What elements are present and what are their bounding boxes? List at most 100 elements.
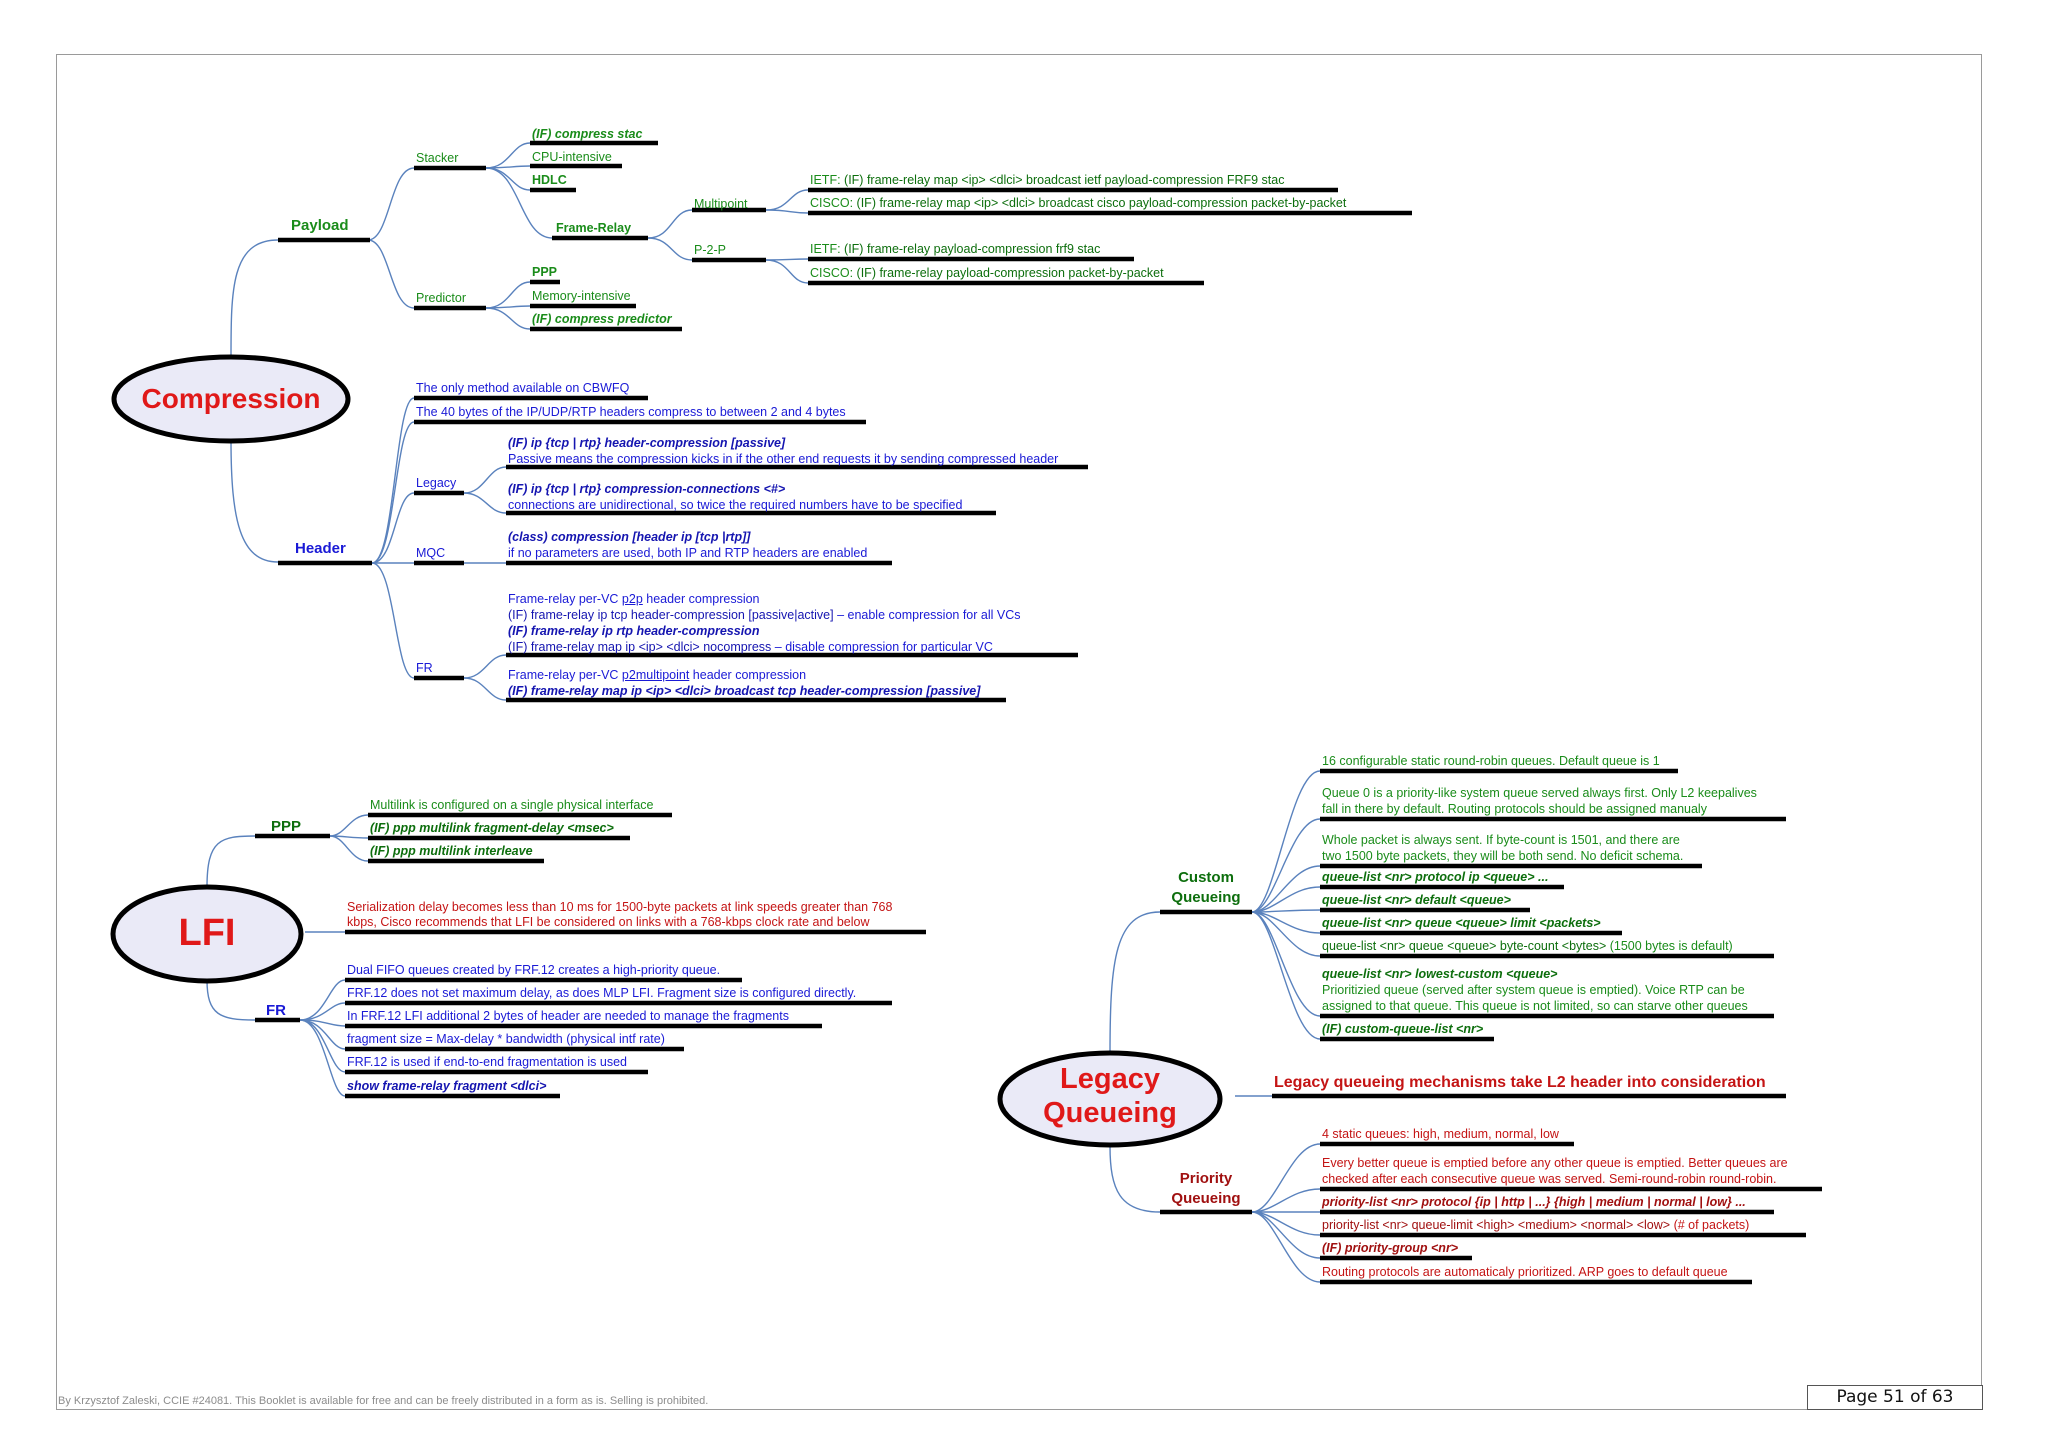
additional-bytes-note: In FRF.12 LFI additional 2 bytes of head… <box>347 1009 789 1023</box>
no-max-delay-note: FRF.12 does not set maximum delay, as do… <box>347 986 857 1000</box>
show-fragment-cmd: show frame-relay fragment <dlci> <box>347 1079 547 1093</box>
priority-group-cmd: (IF) priority-group <nr> <box>1322 1241 1459 1255</box>
fr-mp-note-b: header compression <box>689 668 807 682</box>
cisco-prefix: CISCO: <box>810 196 857 210</box>
ietf-prefix: IETF: <box>810 173 845 187</box>
custom-label-line2: Queueing <box>1171 889 1241 906</box>
multipoint-cisco-line: CISCO: (IF) frame-relay map <ip> <dlci> … <box>810 196 1346 211</box>
queue-list-protocol-cmd: queue-list <nr> protocol ip <queue> ... <box>1322 870 1549 884</box>
cisco-prefix: CISCO: <box>810 266 857 280</box>
compress-stac-cmd: (IF) compress stac <box>532 127 643 141</box>
legacy-header-cmd1: (IF) ip {tcp | rtp} header-compression [… <box>508 436 786 450</box>
fragment-size-note: fragment size = Max-delay * bandwidth (p… <box>347 1032 665 1047</box>
page-frame <box>56 54 1982 1410</box>
fr-tcp-desc: – enable compression for all VCs <box>833 608 1021 622</box>
p2p-link[interactable]: p2p <box>621 592 643 606</box>
queue-list-bytecount-line: queue-list <nr> queue <queue> byte-count… <box>1322 939 1733 954</box>
underline-bars <box>255 140 1822 1285</box>
mqc-cmd: (class) compression [header ip [tcp |rtp… <box>508 530 751 544</box>
p2p-ietf-line: IETF: (IF) frame-relay payload-compressi… <box>810 242 1100 257</box>
legacy-title-line1: Legacy <box>1060 1063 1160 1095</box>
l2-header-note: Legacy queueing mechanisms take L2 heade… <box>1274 1074 1766 1091</box>
predictor-label: Predictor <box>416 291 467 305</box>
p2p-cisco-line: CISCO: (IF) frame-relay payload-compress… <box>810 266 1164 281</box>
p2p-label: P-2-P <box>694 243 726 257</box>
fr-p2p-note-b: header compression <box>642 592 760 606</box>
fr-tcp-cmd: (IF) frame-relay ip tcp header-compressi… <box>508 608 834 622</box>
multipoint-ietf-cmd: (IF) frame-relay map <ip> <dlci> broadca… <box>844 173 1285 187</box>
fr-multipoint-note: Frame-relay per-VC p2multipoint header c… <box>508 668 806 683</box>
dual-fifo-note: Dual FIFO queues created by FRF.12 creat… <box>347 963 721 977</box>
fr-rtp-cmd: (IF) frame-relay ip rtp header-compressi… <box>508 624 760 638</box>
prioritized-queue-line2: assigned to that queue. This queue is no… <box>1322 999 1748 1013</box>
frame-relay-label: Frame-Relay <box>556 221 632 235</box>
legacy-queueing-node <box>997 1050 1223 1148</box>
ietf-prefix: IETF: <box>810 242 845 256</box>
priority-list-limit-cmd: priority-list <nr> queue-limit <high> <m… <box>1322 1218 1671 1232</box>
multilink-note: Multilink is configured on a single phys… <box>370 798 654 812</box>
payload-label: Payload <box>291 217 349 234</box>
fr-mp-note-a: Frame-relay per-VC <box>508 668 622 682</box>
fr-map-cmd: (IF) frame-relay map ip <ip> <dlci> broa… <box>508 684 981 698</box>
custom-whole-packet-line1: Whole packet is always sent. If byte-cou… <box>1322 833 1680 847</box>
memory-intensive-note: Memory-intensive <box>532 289 631 303</box>
compression-title: Compression <box>141 383 321 414</box>
only-method-note: The only method available on CBWFQ <box>416 381 630 395</box>
fr-p2p-note-a: Frame-relay per-VC <box>508 592 622 606</box>
ppp-label: PPP <box>532 265 558 279</box>
header-label: Header <box>295 540 346 557</box>
fragment-size-b: (physical intf rate) <box>566 1032 665 1046</box>
custom-label-line1: Custom <box>1178 869 1234 886</box>
forty-bytes-note: The 40 bytes of the IP/UDP/RTP headers c… <box>416 405 846 419</box>
fragment-size-a: fragment size = Max-delay * bandwidth <box>347 1032 567 1046</box>
lfi-ppp-label: PPP <box>271 818 302 835</box>
legacy-queueing-title: Legacy Queueing <box>1000 1062 1220 1130</box>
p2p-ietf-cmd: (IF) frame-relay payload-compression frf… <box>844 242 1101 256</box>
queue-list-bytecount-note: (1500 bytes is default) <box>1606 939 1733 953</box>
p2p-cisco-cmd: (IF) frame-relay payload-compression pac… <box>856 266 1164 280</box>
lfi-title: LFI <box>178 912 236 954</box>
custom-16-queues-note: 16 configurable static round-robin queue… <box>1322 754 1660 768</box>
queue-list-default-cmd: queue-list <nr> default <queue> <box>1322 893 1511 907</box>
custom-queue0-line1: Queue 0 is a priority-like system queue … <box>1322 786 1757 800</box>
custom-queue0-line2: fall in there by default. Routing protoc… <box>1322 802 1707 816</box>
fr-tcp-line: (IF) frame-relay ip tcp header-compressi… <box>508 608 1021 623</box>
fr-p2p-note: Frame-relay per-VC p2p header compressio… <box>508 592 760 607</box>
routing-prioritized-note: Routing protocols are automaticaly prior… <box>1322 1265 1728 1279</box>
fr-nocompress-line: (IF) frame-relay map ip <ip> <dlci> noco… <box>508 640 993 655</box>
legacy-header-desc1: Passive means the compression kicks in i… <box>508 452 1059 466</box>
central-nodes <box>110 354 1223 1148</box>
mqc-label: MQC <box>416 546 446 560</box>
connector-lines <box>206 142 1321 1283</box>
legacy-header-label: Legacy <box>416 476 457 490</box>
hdlc-label: HDLC <box>532 173 567 187</box>
priority-queueing-label: Priority Queueing <box>1160 1169 1252 1209</box>
multipoint-label: Multipoint <box>694 197 748 211</box>
legacy-header-cmd2: (IF) ip {tcp | rtp} compression-connecti… <box>508 482 786 496</box>
compression-node <box>111 354 351 444</box>
prioritized-queue-line1: Prioritizied queue (served after system … <box>1322 983 1745 997</box>
cpu-intensive-note: CPU-intensive <box>532 150 612 164</box>
priority-list-limit-line: priority-list <nr> queue-limit <high> <m… <box>1322 1218 1749 1233</box>
interleave-cmd: (IF) ppp multilink interleave <box>370 844 533 858</box>
multipoint-cisco-cmd: (IF) frame-relay map <ip> <dlci> broadca… <box>856 196 1347 210</box>
custom-queue-list-cmd: (IF) custom-queue-list <nr> <box>1322 1022 1484 1036</box>
p2multipoint-link[interactable]: p2multipoint <box>621 668 690 682</box>
stacker-label: Stacker <box>416 151 459 165</box>
queue-list-lowest-cmd: queue-list <nr> lowest-custom <queue> <box>1322 967 1558 981</box>
better-queue-line2: checked after each consecutive queue was… <box>1322 1172 1777 1186</box>
frag-delay-cmd: (IF) ppp multilink fragment-delay <msec> <box>370 821 614 835</box>
end-to-end-note: FRF.12 is used if end-to-end fragmentati… <box>347 1055 628 1069</box>
priority-list-protocol-cmd: priority-list <nr> protocol {ip | http |… <box>1322 1195 1746 1209</box>
serialization-note-line2: kbps, Cisco recommends that LFI be consi… <box>347 915 870 929</box>
compress-predictor-cmd: (IF) compress predictor <box>532 312 672 326</box>
better-queue-line1: Every better queue is emptied before any… <box>1322 1156 1788 1170</box>
legacy-title-line2: Queueing <box>1043 1097 1177 1129</box>
legacy-header-desc2: connections are unidirectional, so twice… <box>508 498 963 512</box>
custom-whole-packet-line2: two 1500 byte packets, they will be both… <box>1322 849 1684 863</box>
footer-note: By Krzysztof Zaleski, CCIE #24081. This … <box>58 1395 709 1407</box>
priority-label-line2: Queueing <box>1171 1190 1241 1207</box>
page-number: Page 51 of 63 <box>1807 1385 1983 1410</box>
